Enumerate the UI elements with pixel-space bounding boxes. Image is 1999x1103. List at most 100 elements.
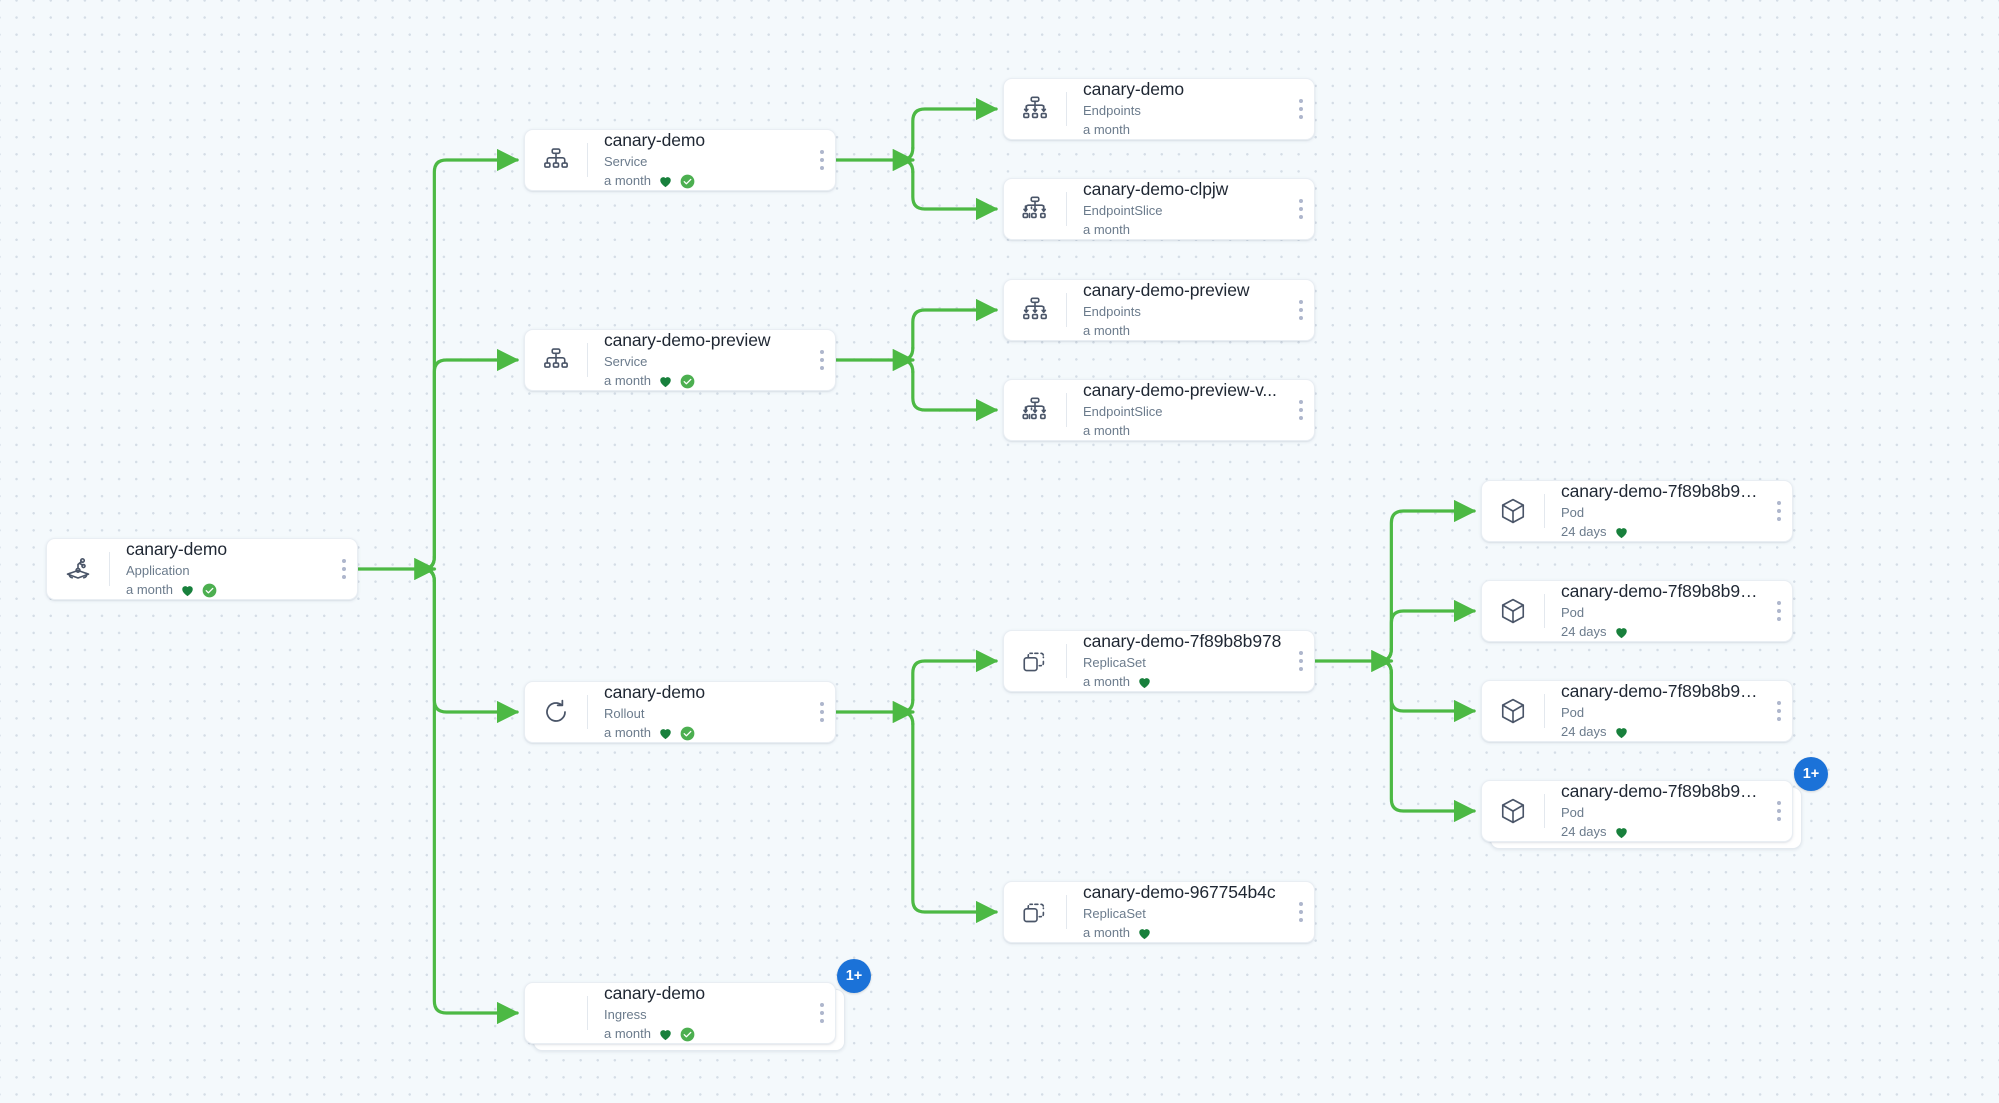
health-status-heart-icon	[1137, 926, 1152, 941]
node-menu-kebab-icon[interactable]	[1288, 179, 1314, 239]
node-meta-row: a month	[1083, 322, 1282, 340]
node-title: canary-demo	[604, 129, 706, 150]
node-menu-kebab-icon[interactable]	[809, 330, 835, 390]
node-menu-kebab-icon[interactable]	[1288, 280, 1314, 340]
node-meta-row: a month	[604, 372, 803, 390]
node-divider	[1544, 694, 1545, 728]
endpointslice-icon	[1004, 179, 1066, 239]
node-kind: Rollout	[604, 705, 645, 721]
sync-status-ok-icon	[680, 374, 695, 389]
health-status-heart-icon	[658, 726, 673, 741]
node-menu-kebab-icon[interactable]	[1766, 681, 1792, 741]
node-divider	[109, 552, 110, 586]
health-status-heart-icon	[658, 1027, 673, 1042]
endpoints-icon	[1004, 280, 1066, 340]
node-menu-kebab-icon[interactable]	[1766, 781, 1792, 841]
node-kind: Pod	[1561, 804, 1585, 820]
node-meta-row: 24 days	[1561, 623, 1760, 641]
node-kind: ReplicaSet	[1083, 654, 1146, 670]
node-kind: Endpoints	[1083, 303, 1141, 319]
node-kind: Pod	[1561, 704, 1585, 720]
service-icon	[525, 330, 587, 390]
sync-status-ok-icon	[680, 174, 695, 189]
health-status-heart-icon	[1137, 675, 1152, 690]
node-meta-row: a month	[1083, 121, 1282, 139]
node-meta-row: a month	[126, 581, 325, 599]
node-menu-kebab-icon[interactable]	[1766, 581, 1792, 641]
node-menu-kebab-icon[interactable]	[809, 682, 835, 742]
node-title: canary-demo-preview	[604, 329, 771, 350]
node-menu-kebab-icon[interactable]	[1766, 481, 1792, 541]
node-divider	[1544, 594, 1545, 628]
node-menu-kebab-icon[interactable]	[1288, 380, 1314, 440]
node-menu-kebab-icon[interactable]	[1288, 79, 1314, 139]
node-menu-kebab-icon[interactable]	[331, 539, 357, 599]
node-menu-kebab-icon[interactable]	[1288, 882, 1314, 942]
health-status-heart-icon	[658, 374, 673, 389]
rollout-icon	[525, 682, 587, 742]
node-divider	[587, 143, 588, 177]
node-menu-kebab-icon[interactable]	[809, 130, 835, 190]
node-age: a month	[1083, 673, 1130, 689]
endpointslice-icon	[1004, 380, 1066, 440]
node-divider	[1066, 895, 1067, 929]
node-kind: Service	[604, 153, 648, 169]
node-divider	[1066, 293, 1067, 327]
health-status-heart-icon	[180, 583, 195, 598]
node-menu-kebab-icon[interactable]	[1288, 631, 1314, 691]
node-age: a month	[604, 172, 651, 188]
replicaset-icon	[1004, 631, 1066, 691]
hidden-children-count-badge[interactable]: 1+	[837, 959, 871, 993]
pod-icon	[1482, 581, 1544, 641]
hidden-children-count-badge[interactable]: 1+	[1794, 757, 1828, 791]
replicaset-icon	[1004, 882, 1066, 942]
node-age: 24 days	[1561, 523, 1607, 539]
argo-application-icon	[47, 539, 109, 599]
node-age: a month	[1083, 322, 1130, 338]
node-meta-row: a month	[1083, 673, 1282, 691]
service-icon	[525, 130, 587, 190]
node-divider	[1066, 192, 1067, 226]
node-title: canary-demo	[126, 538, 228, 559]
node-kind: Ingress	[604, 1006, 647, 1022]
node-title: canary-demo	[604, 681, 706, 702]
sync-status-ok-icon	[680, 726, 695, 741]
node-meta-row: a month	[604, 1025, 803, 1043]
node-divider	[587, 695, 588, 729]
node-meta-row: a month	[604, 724, 803, 742]
node-kind: ReplicaSet	[1083, 905, 1146, 921]
node-meta-row: a month	[1083, 924, 1282, 942]
node-title: canary-demo-7f89b8b97...	[1561, 480, 1760, 501]
node-title: canary-demo-preview-v...	[1083, 379, 1277, 400]
node-divider	[1066, 393, 1067, 427]
node-meta-row: a month	[1083, 221, 1282, 239]
node-divider	[1544, 794, 1545, 828]
node-menu-kebab-icon[interactable]	[809, 983, 835, 1043]
node-age: a month	[1083, 924, 1130, 940]
health-status-heart-icon	[658, 174, 673, 189]
node-divider	[1066, 92, 1067, 126]
node-title: canary-demo-7f89b8b97...	[1561, 780, 1760, 801]
node-kind: Endpoints	[1083, 102, 1141, 118]
